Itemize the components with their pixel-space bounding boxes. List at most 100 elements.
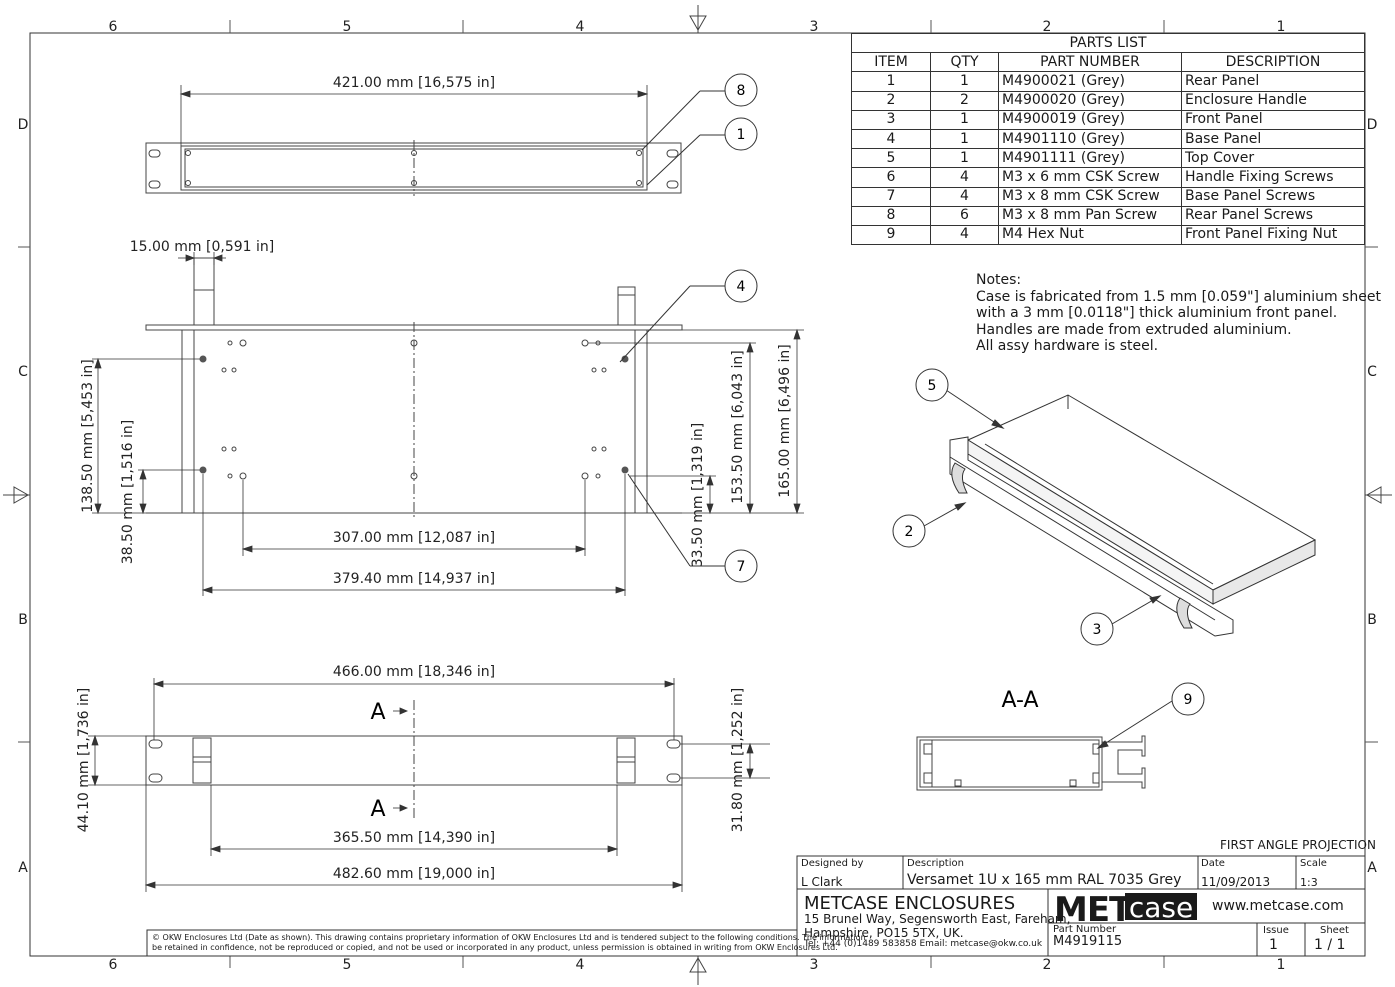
zone-row-a-right: A (1367, 860, 1377, 876)
description-cell: Front Panel Fixing Nut (1181, 224, 1365, 246)
col-qty: QTY (930, 52, 999, 73)
logo-met: MET (1054, 890, 1133, 930)
dim-hole-inner: 307.00 mm [12,087 in] (333, 530, 495, 546)
dim-right-153: 153.50 mm [6,043 in] (730, 350, 746, 503)
part-number-cell: M3 x 6 mm CSK Screw (998, 167, 1182, 188)
rear-view (145, 140, 682, 196)
issue: 1 (1269, 937, 1278, 953)
company-address-1: 15 Brunel Way, Segensworth East, Fareham… (804, 912, 1071, 926)
balloon-1-label: 1 (737, 127, 746, 143)
zone-col-4-top: 4 (576, 19, 585, 35)
balloon-9 (1171, 682, 1205, 716)
dim-rear-width: 421.00 mm [16,575 in] (333, 75, 495, 91)
qty-cell: 2 (930, 90, 999, 111)
item-cell: 4 (851, 128, 931, 150)
sheet-label: Sheet (1320, 925, 1349, 936)
item-cell: 8 (851, 205, 931, 226)
zone-col-1-top: 1 (1277, 19, 1286, 35)
col-description: DESCRIPTION (1181, 52, 1365, 73)
note-line: with a 3 mm [0.0118"] thick aluminium fr… (976, 305, 1338, 322)
copyright-line-1: © OKW Enclosures Ltd (Date as shown). Th… (152, 933, 866, 942)
company-name: METCASE ENCLOSURES (804, 893, 1016, 914)
zone-row-c-right: C (1367, 364, 1377, 380)
zone-col-2-bottom: 2 (1043, 957, 1052, 973)
projection-label: FIRST ANGLE PROJECTION (1220, 838, 1376, 852)
scale: 1:3 (1300, 876, 1318, 889)
balloon-5-label: 5 (928, 378, 937, 394)
section-marker-top: A (370, 700, 385, 725)
zone-col-2-top: 2 (1043, 19, 1052, 35)
dim-front-hole-span: 466.00 mm [18,346 in] (333, 664, 495, 680)
part-number-cell: M4900020 (Grey) (998, 90, 1182, 111)
col-part-number: PART NUMBER (998, 52, 1182, 73)
description: Versamet 1U x 165 mm RAL 7035 Grey (907, 872, 1182, 888)
balloon-2-label: 2 (905, 524, 914, 540)
section-title: A-A (1001, 688, 1038, 713)
description-cell: Rear Panel (1181, 71, 1365, 92)
zone-col-6-top: 6 (109, 19, 118, 35)
title-block (146, 855, 1366, 957)
part-number-cell: M4901111 (Grey) (998, 148, 1182, 169)
dim-front-height: 44.10 mm [1,736 in] (76, 688, 92, 832)
qty-cell: 1 (930, 128, 999, 150)
part-number-label: Part Number (1053, 924, 1117, 935)
item-cell: 3 (851, 109, 931, 130)
copyright-line-2: be retained in confidence, not be reprod… (152, 943, 838, 952)
balloon-9-label: 9 (1184, 692, 1193, 708)
description-cell: Front Panel (1181, 109, 1365, 130)
qty-cell: 4 (930, 167, 999, 188)
dim-hole-outer: 379.40 mm [14,937 in] (333, 571, 495, 587)
designed-by: L Clark (801, 875, 843, 889)
part-number: M4919115 (1053, 934, 1123, 949)
logo-case: case (1129, 891, 1193, 924)
qty-cell: 1 (930, 148, 999, 169)
sheet: 1 / 1 (1314, 937, 1346, 953)
scale-label: Scale (1300, 858, 1327, 869)
issue-label: Issue (1263, 925, 1289, 936)
zone-row-c-left: C (18, 364, 28, 380)
zone-row-d-right: D (1367, 117, 1378, 133)
part-number-cell: M4901110 (Grey) (998, 128, 1182, 150)
part-number-cell: M4900019 (Grey) (998, 109, 1182, 130)
balloon-3-label: 3 (1093, 622, 1102, 638)
zone-col-6-bottom: 6 (109, 957, 118, 973)
balloon-5 (915, 368, 949, 402)
dim-front-inner: 365.50 mm [14,390 in] (333, 830, 495, 846)
dim-handle-width: 15.00 mm [0,591 in] (130, 239, 274, 255)
dim-front-hole-v: 31.80 mm [1,252 in] (730, 688, 746, 832)
note-line: Case is fabricated from 1.5 mm [0.059"] … (976, 288, 1381, 305)
date-label: Date (1201, 858, 1225, 869)
description-cell: Base Panel (1181, 128, 1365, 150)
zone-col-4-bottom: 4 (576, 957, 585, 973)
zone-row-a-left: A (18, 860, 28, 876)
parts-list-table: PARTS LIST ITEM QTY PART NUMBER DESCRIPT… (851, 32, 1365, 246)
section-view (916, 735, 1146, 791)
section-marker-bottom: A (370, 797, 385, 822)
item-cell: 5 (851, 148, 931, 169)
dim-left-138: 138.50 mm [5,453 in] (80, 359, 96, 512)
front-view (145, 700, 683, 820)
col-item: ITEM (851, 52, 931, 73)
balloon-4-label: 4 (737, 279, 746, 295)
note-line: Handles are made from extruded aluminium… (976, 321, 1292, 338)
description-cell: Rear Panel Screws (1181, 205, 1365, 226)
company-contact: Tel: +44 (0)1489 583858 Email: metcase@o… (804, 939, 1043, 949)
balloon-1 (724, 117, 758, 151)
balloon-3 (1080, 612, 1114, 646)
balloon-8 (724, 73, 758, 107)
zone-col-3-bottom: 3 (810, 957, 819, 973)
item-cell: 7 (851, 186, 931, 207)
balloon-2 (892, 514, 926, 548)
qty-cell: 6 (930, 205, 999, 226)
balloon-4 (724, 269, 758, 303)
zone-col-5-top: 5 (343, 19, 352, 35)
part-number-cell: M3 x 8 mm Pan Screw (998, 205, 1182, 226)
